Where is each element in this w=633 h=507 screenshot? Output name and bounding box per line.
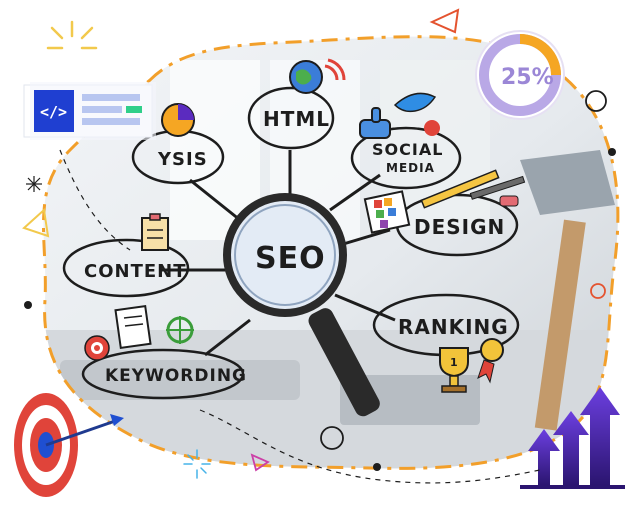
percent-badge-icon xyxy=(475,30,565,120)
document-icon xyxy=(114,304,152,350)
percent-badge-label: 25% xyxy=(501,65,554,90)
trophy-icon: 1 xyxy=(439,347,469,393)
medal-icon xyxy=(477,338,504,384)
thumbs-up-icon xyxy=(359,107,391,139)
design-label: DESIGN xyxy=(414,215,505,239)
html-bubble xyxy=(247,86,335,150)
social-bubble xyxy=(350,126,462,190)
ranking-label: RANKING xyxy=(398,315,509,339)
palette-icon xyxy=(363,190,411,234)
growth-arrows-icon xyxy=(520,387,625,489)
clipboard-icon xyxy=(141,213,169,251)
keywording-label: KEYWORDING xyxy=(105,366,247,386)
blob-border xyxy=(42,35,620,470)
analysis-label: YSIS xyxy=(157,149,208,170)
bird-icon xyxy=(393,92,440,136)
html-label: HTML xyxy=(263,107,330,131)
keywording-bubble xyxy=(81,348,245,400)
social-label-line2: MEDIA xyxy=(386,161,435,175)
crosshair-icon xyxy=(166,316,194,344)
pie-chart-icon xyxy=(161,103,195,137)
globe-icon xyxy=(289,58,346,94)
code-window-label: </> xyxy=(40,103,67,121)
target-icon xyxy=(14,393,124,497)
magnifier-icon xyxy=(223,193,380,417)
trophy-number: 1 xyxy=(450,356,458,369)
seo-label: SEO xyxy=(255,241,326,276)
small-target-icon xyxy=(84,335,110,361)
content-label: CONTENT xyxy=(84,261,187,282)
pencil-icon xyxy=(420,169,526,209)
content-bubble xyxy=(62,238,190,298)
code-window-icon xyxy=(23,82,156,140)
decorations xyxy=(22,8,616,484)
social-label-line1: SOCIAL xyxy=(372,140,443,159)
